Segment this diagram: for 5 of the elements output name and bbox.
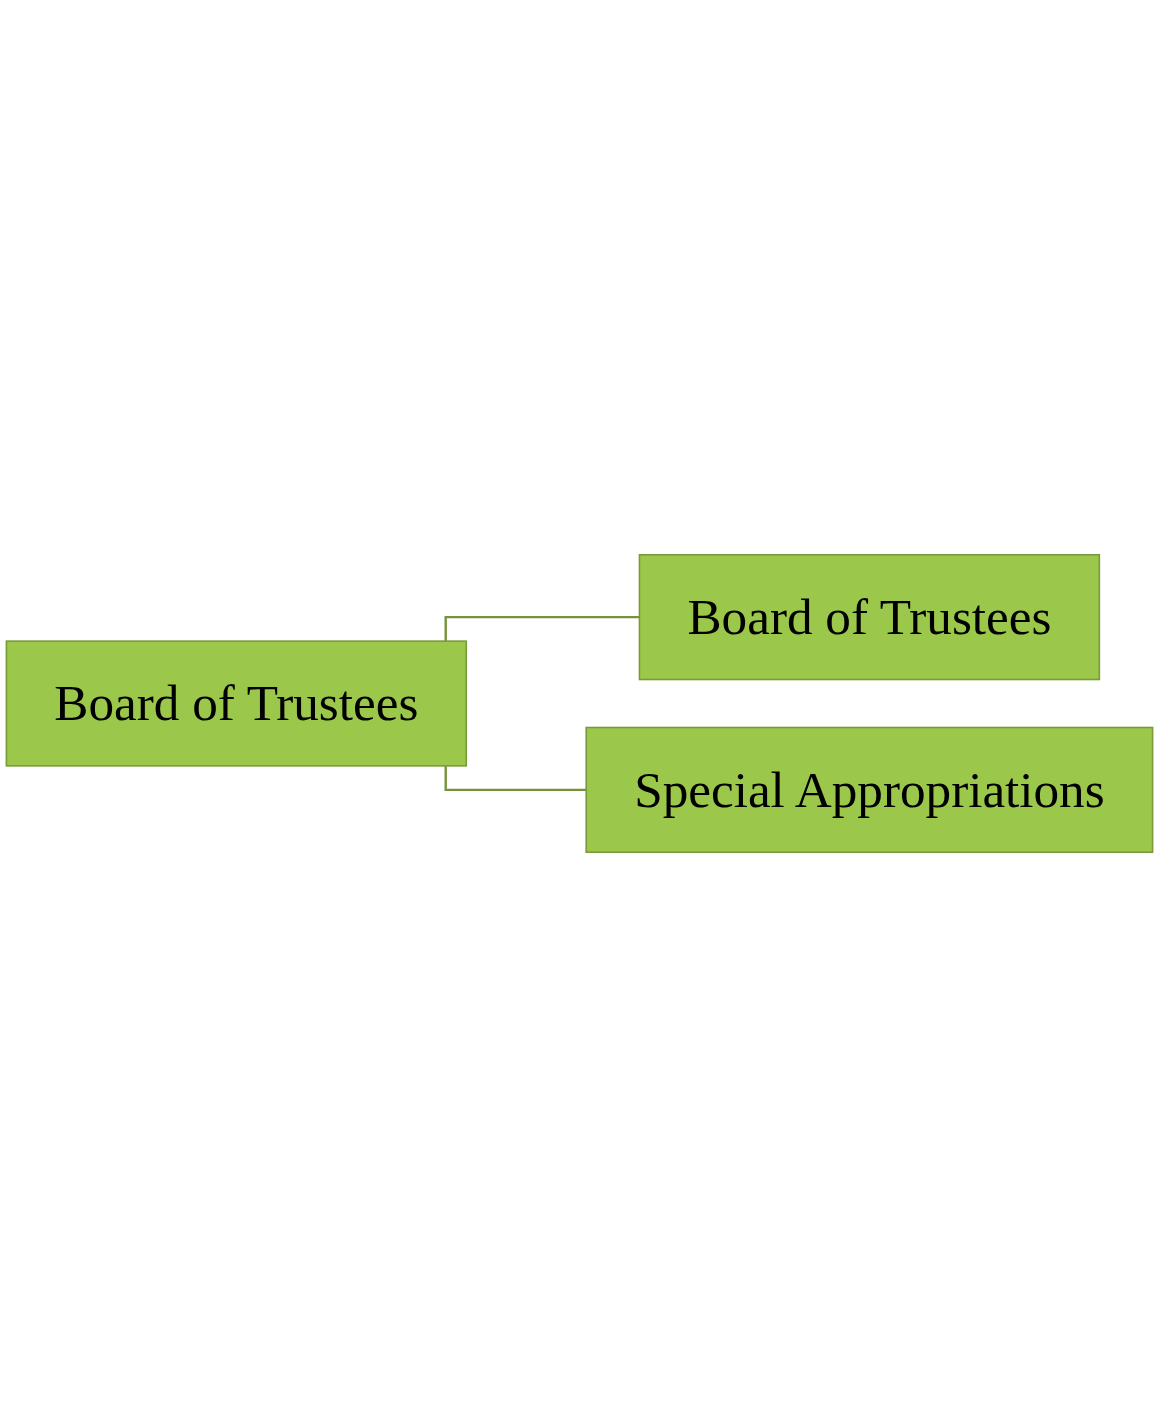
node-box: Board of Trustees [638,553,1101,681]
node-box: Board of Trustees [5,640,468,767]
connector [444,765,587,792]
node-box: Special Appropriations [585,726,1154,854]
connector [444,615,640,642]
